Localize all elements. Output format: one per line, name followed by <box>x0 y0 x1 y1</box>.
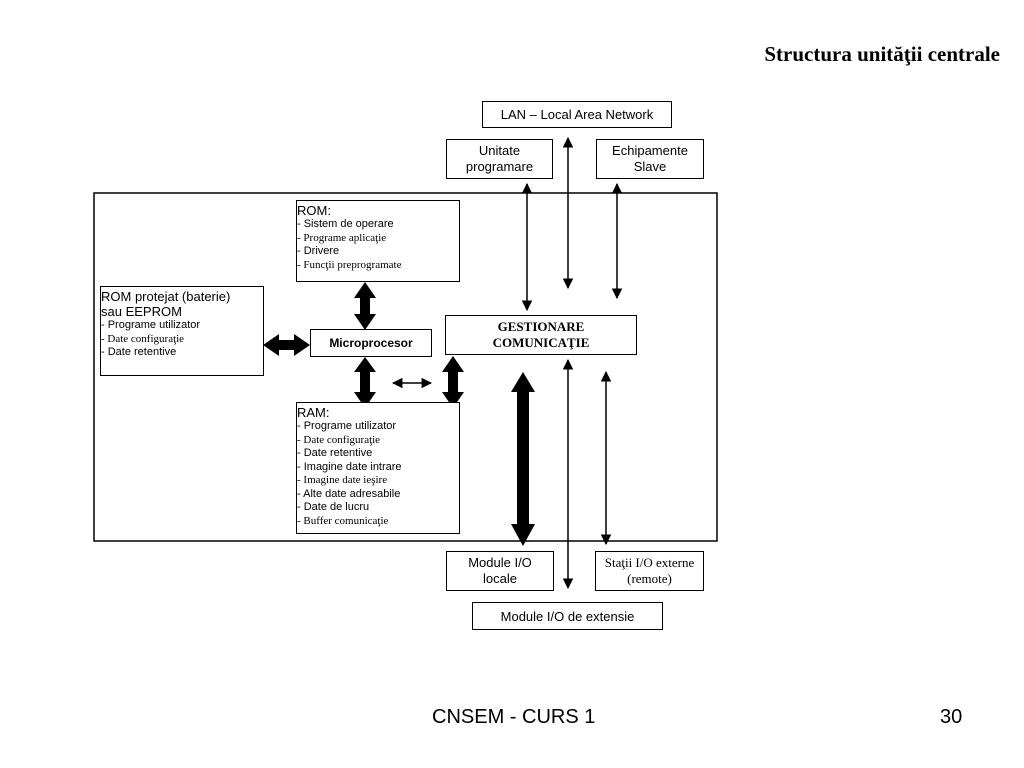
rom-item: - Funcţii preprogramate <box>297 258 402 271</box>
thick-arrow-micro-ram <box>354 357 376 408</box>
rom-box: ROM: - Sistem de operare - Programe apli… <box>296 200 460 282</box>
module-io-extensie-box: Module I/O de extensie <box>472 602 663 630</box>
lan-label: LAN – Local Area Network <box>500 107 654 122</box>
module-io-locale-box: Module I/O locale <box>446 551 554 591</box>
rom-protejat-box: ROM protejat (baterie) sau EEPROM - Prog… <box>100 286 264 376</box>
ram-item: - Programe utilizator <box>297 420 397 432</box>
statii-io-line1: Staţii I/O externe <box>604 555 695 570</box>
ram-item: - Date retentive <box>297 447 373 459</box>
rom-protejat-item: - Programe utilizator <box>101 319 201 331</box>
footer-course: CNSEM - CURS 1 <box>432 706 596 728</box>
thick-arrow-gest-locale <box>511 372 535 546</box>
rom-protejat-heading-1: ROM protejat (baterie) <box>101 289 231 304</box>
ram-box: RAM: - Programe utilizator - Date config… <box>296 402 460 534</box>
slide-title: Structura unităţii centrale <box>764 42 1000 66</box>
central-unit-frame <box>93 192 718 542</box>
thick-arrow-gest-ram <box>442 356 464 408</box>
thick-arrow-romprot-micro <box>263 334 310 356</box>
footer-page-number: 30 <box>940 706 963 728</box>
statii-io-line2: (remote) <box>627 571 672 586</box>
rom-item: - Programe aplicaţie <box>297 231 387 244</box>
module-io-extensie-label: Module I/O de extensie <box>500 608 635 624</box>
echipamente-slave-line2: Slave <box>633 159 667 174</box>
gestionare-line1: GESTIONARE <box>497 319 585 334</box>
gestionare-comunicatie-box: GESTIONARE COMUNICAŢIE <box>445 315 637 355</box>
unitate-programare-line2: programare <box>465 159 534 174</box>
lan-box: LAN – Local Area Network <box>482 101 672 128</box>
unitate-programare-line1: Unitate <box>478 143 521 158</box>
ram-item: - Date configuraţie <box>297 433 381 446</box>
rom-item: - Sistem de operare <box>297 218 394 230</box>
echipamente-slave-line1: Echipamente <box>612 143 688 158</box>
microprocesor-label: Microprocesor <box>329 336 413 350</box>
ram-item: - Imagine date intrare <box>297 460 402 473</box>
rom-protejat-heading-2: sau EEPROM <box>101 304 182 319</box>
thick-arrow-rom-micro <box>354 282 376 330</box>
ram-item: - Buffer comunicaţie <box>297 514 389 527</box>
rom-protejat-item: - Date retentive <box>101 346 177 358</box>
ram-item: - Date de lucru <box>297 501 370 513</box>
microprocesor-box: Microprocesor <box>310 329 432 357</box>
ram-item: - Alte date adresabile <box>297 487 401 500</box>
unitate-programare-box: Unitate programare <box>446 139 553 179</box>
echipamente-slave-box: Echipamente Slave <box>596 139 704 179</box>
rom-heading: ROM: <box>297 203 331 218</box>
ram-item: - Imagine date ieşire <box>297 474 388 486</box>
rom-protejat-item: - Date configuraţie <box>101 332 185 345</box>
rom-item: - Drivere <box>297 245 340 257</box>
module-io-locale-line2: locale <box>483 571 517 586</box>
module-io-locale-line1: Module I/O <box>468 555 532 570</box>
statii-io-externe-box: Staţii I/O externe (remote) <box>595 551 704 591</box>
ram-heading: RAM: <box>297 405 330 420</box>
gestionare-line2: COMUNICAŢIE <box>492 335 590 350</box>
